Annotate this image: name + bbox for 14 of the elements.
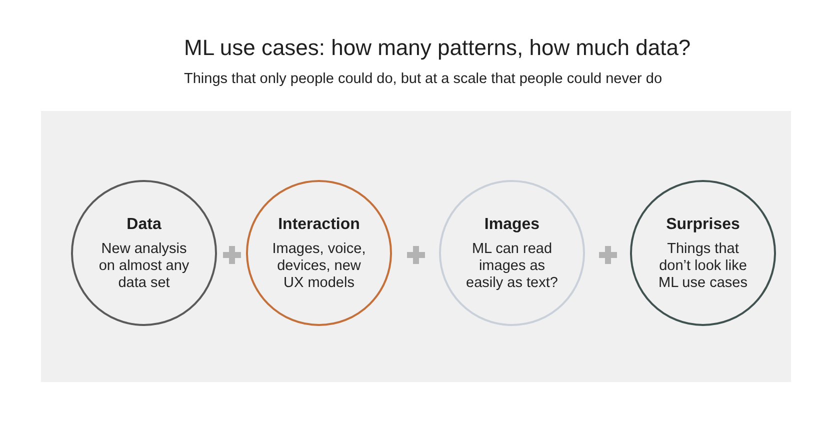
circle-heading: Surprises [666, 216, 740, 234]
circle-description: Things that don’t look like ML use cases [658, 241, 748, 292]
circle-description: ML can read images as easily as text? [465, 241, 559, 292]
circle-heading: Interaction [278, 216, 360, 234]
circle-description: New analysis on almost any data set [98, 241, 190, 292]
circle-description: Images, voice, devices, new UX models [271, 241, 367, 292]
subtitle: Things that only people could do, but at a scale that people could never do [184, 71, 662, 87]
category-circle [246, 180, 392, 326]
category-circle [439, 180, 585, 326]
category-circle [630, 180, 776, 326]
category-circle [71, 180, 217, 326]
diagram-title: ML use cases: how many patterns, how much data? [184, 35, 691, 61]
circle-heading: Data [126, 216, 162, 234]
circle-heading: Images [484, 216, 540, 234]
